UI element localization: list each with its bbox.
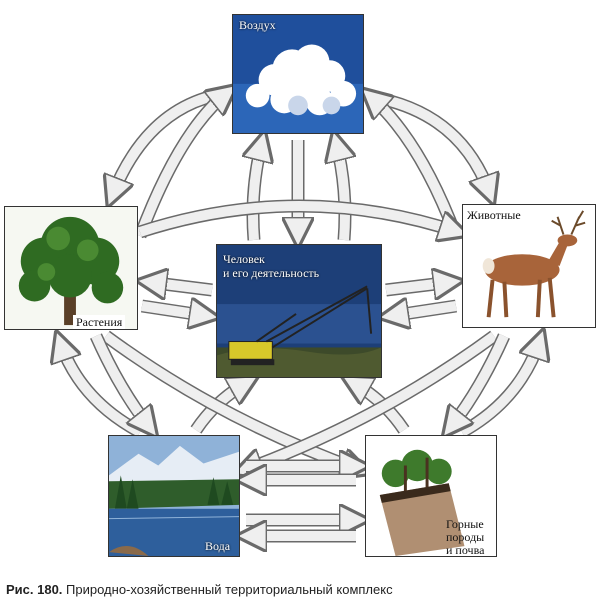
arrow-animals-to-water — [244, 331, 497, 470]
figure-number: Рис. 180. — [6, 582, 63, 597]
water-node: Вода — [108, 435, 240, 557]
arrow-plants-to-human — [141, 306, 208, 316]
air-label: Воздух — [239, 18, 276, 32]
arrow-animals-to-rocks — [450, 333, 509, 428]
air-node: Воздух — [232, 14, 364, 134]
plants-label: Растения — [73, 315, 126, 329]
arrow-human-to-air — [253, 142, 262, 241]
arrow-human-to-animals — [385, 282, 452, 290]
human-activity-node: Человек и его деятельность — [216, 244, 382, 378]
water-label: Вода — [205, 539, 231, 553]
arrow-plants-to-water — [91, 333, 150, 428]
arrow-human-to-air-2 — [336, 142, 345, 241]
arrow-plants-to-animals — [138, 201, 458, 232]
rocks-label-line3: и почва — [446, 543, 485, 557]
rocks-label-line1: Горные — [446, 517, 484, 531]
animals-node: Животные — [462, 204, 596, 328]
excavator-picture — [217, 245, 381, 377]
cloud-picture — [233, 15, 363, 133]
tree-picture — [5, 207, 137, 329]
rocks-label-line2: породы — [446, 530, 485, 544]
arrow-human-to-plants — [148, 282, 213, 290]
human-label-line2: и его деятельность — [223, 266, 320, 280]
arrow-plants-to-air — [135, 92, 228, 238]
animals-label: Животные — [467, 208, 521, 222]
river-picture — [109, 436, 239, 556]
figure-caption: Рис. 180. Природно-хозяйственный террито… — [6, 582, 393, 597]
soil-profile-picture — [366, 436, 496, 556]
rocks-soil-node: Горные породы и почва — [365, 435, 497, 557]
arrow-animals-to-human — [390, 306, 457, 316]
human-label-line1: Человек — [223, 252, 265, 266]
plants-node: Растения — [4, 206, 138, 330]
arrow-plants-to-rocks — [103, 331, 360, 470]
caption-text: Природно-хозяйственный территориальный к… — [66, 582, 393, 597]
deer-picture — [463, 205, 595, 327]
